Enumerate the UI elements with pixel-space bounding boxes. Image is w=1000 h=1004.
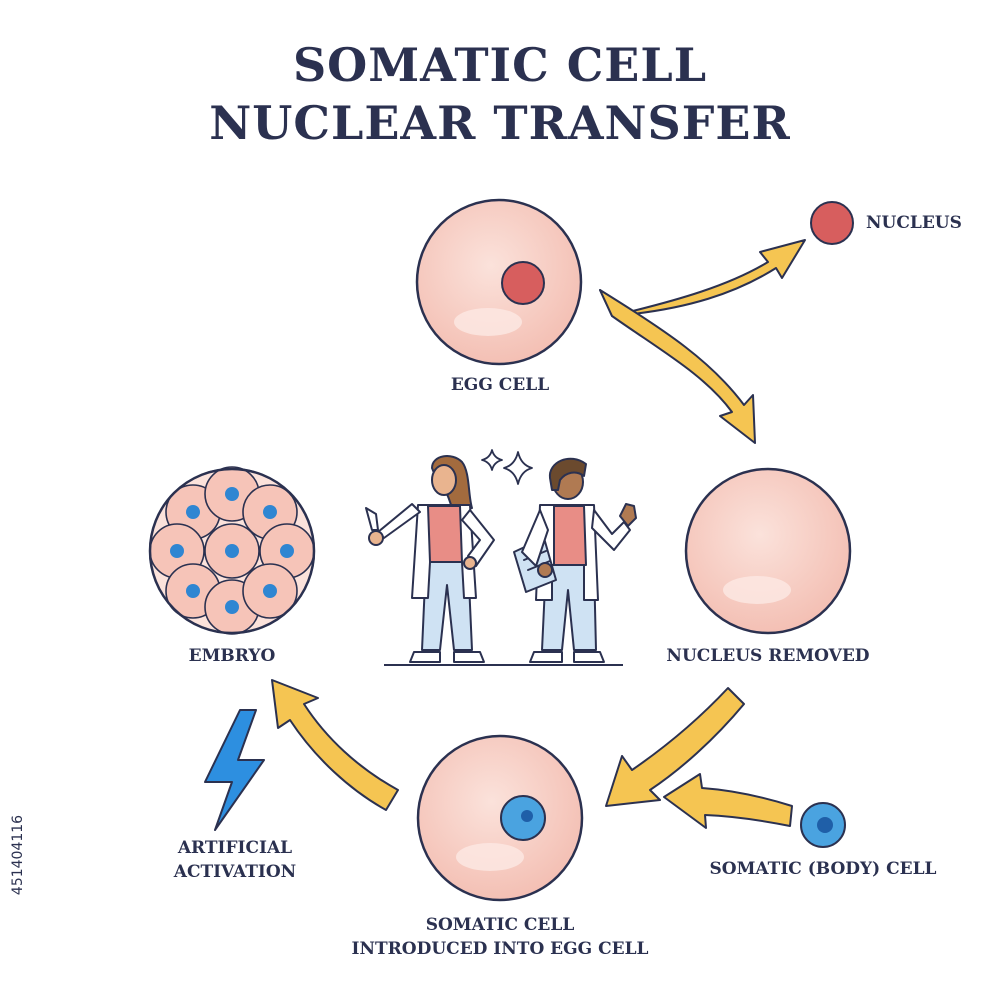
embryo [148, 466, 316, 635]
lightning-bolt-icon [204, 709, 265, 831]
arrow-to-nucleus [599, 239, 806, 317]
reconstructed-egg-cell [416, 734, 584, 902]
label-embryo: EMBRYO [188, 646, 276, 666]
scientist-female-icon [365, 455, 495, 663]
arrow-from-somatic [663, 773, 793, 829]
extracted-nucleus [810, 201, 854, 245]
label-egg-cell: EGG CELL [450, 375, 550, 395]
label-nucleus-removed: NUCLEUS REMOVED [666, 646, 870, 666]
side-stock-id: 451404116 [6, 770, 30, 940]
sparkle-icon [481, 449, 533, 485]
label-somatic-body-cell: SOMATIC (BODY) CELL [709, 859, 937, 879]
scientist-male-icon [513, 457, 637, 663]
side-stock-id-text: 451404116 [10, 814, 26, 896]
label-artificial-activation-2: ACTIVATION [173, 862, 297, 882]
egg-nucleus [501, 261, 545, 305]
label-somatic-introduced-2: INTRODUCED INTO EGG CELL [351, 939, 649, 959]
arrow-to-nucleus-removed [599, 289, 756, 444]
label-artificial-activation-1: ARTIFICIAL [177, 838, 293, 858]
title-line-1: SOMATIC CELL [292, 38, 708, 92]
arrow-to-embryo [271, 679, 399, 811]
somatic-body-cell [800, 802, 846, 848]
egg-cell [415, 198, 583, 366]
label-somatic-introduced-1: SOMATIC CELL [425, 915, 575, 935]
arrow-to-introduced [605, 687, 745, 807]
title-line-2: NUCLEAR TRANSFER [209, 96, 791, 150]
label-nucleus: NUCLEUS [866, 213, 962, 233]
enucleated-cell [684, 467, 852, 635]
